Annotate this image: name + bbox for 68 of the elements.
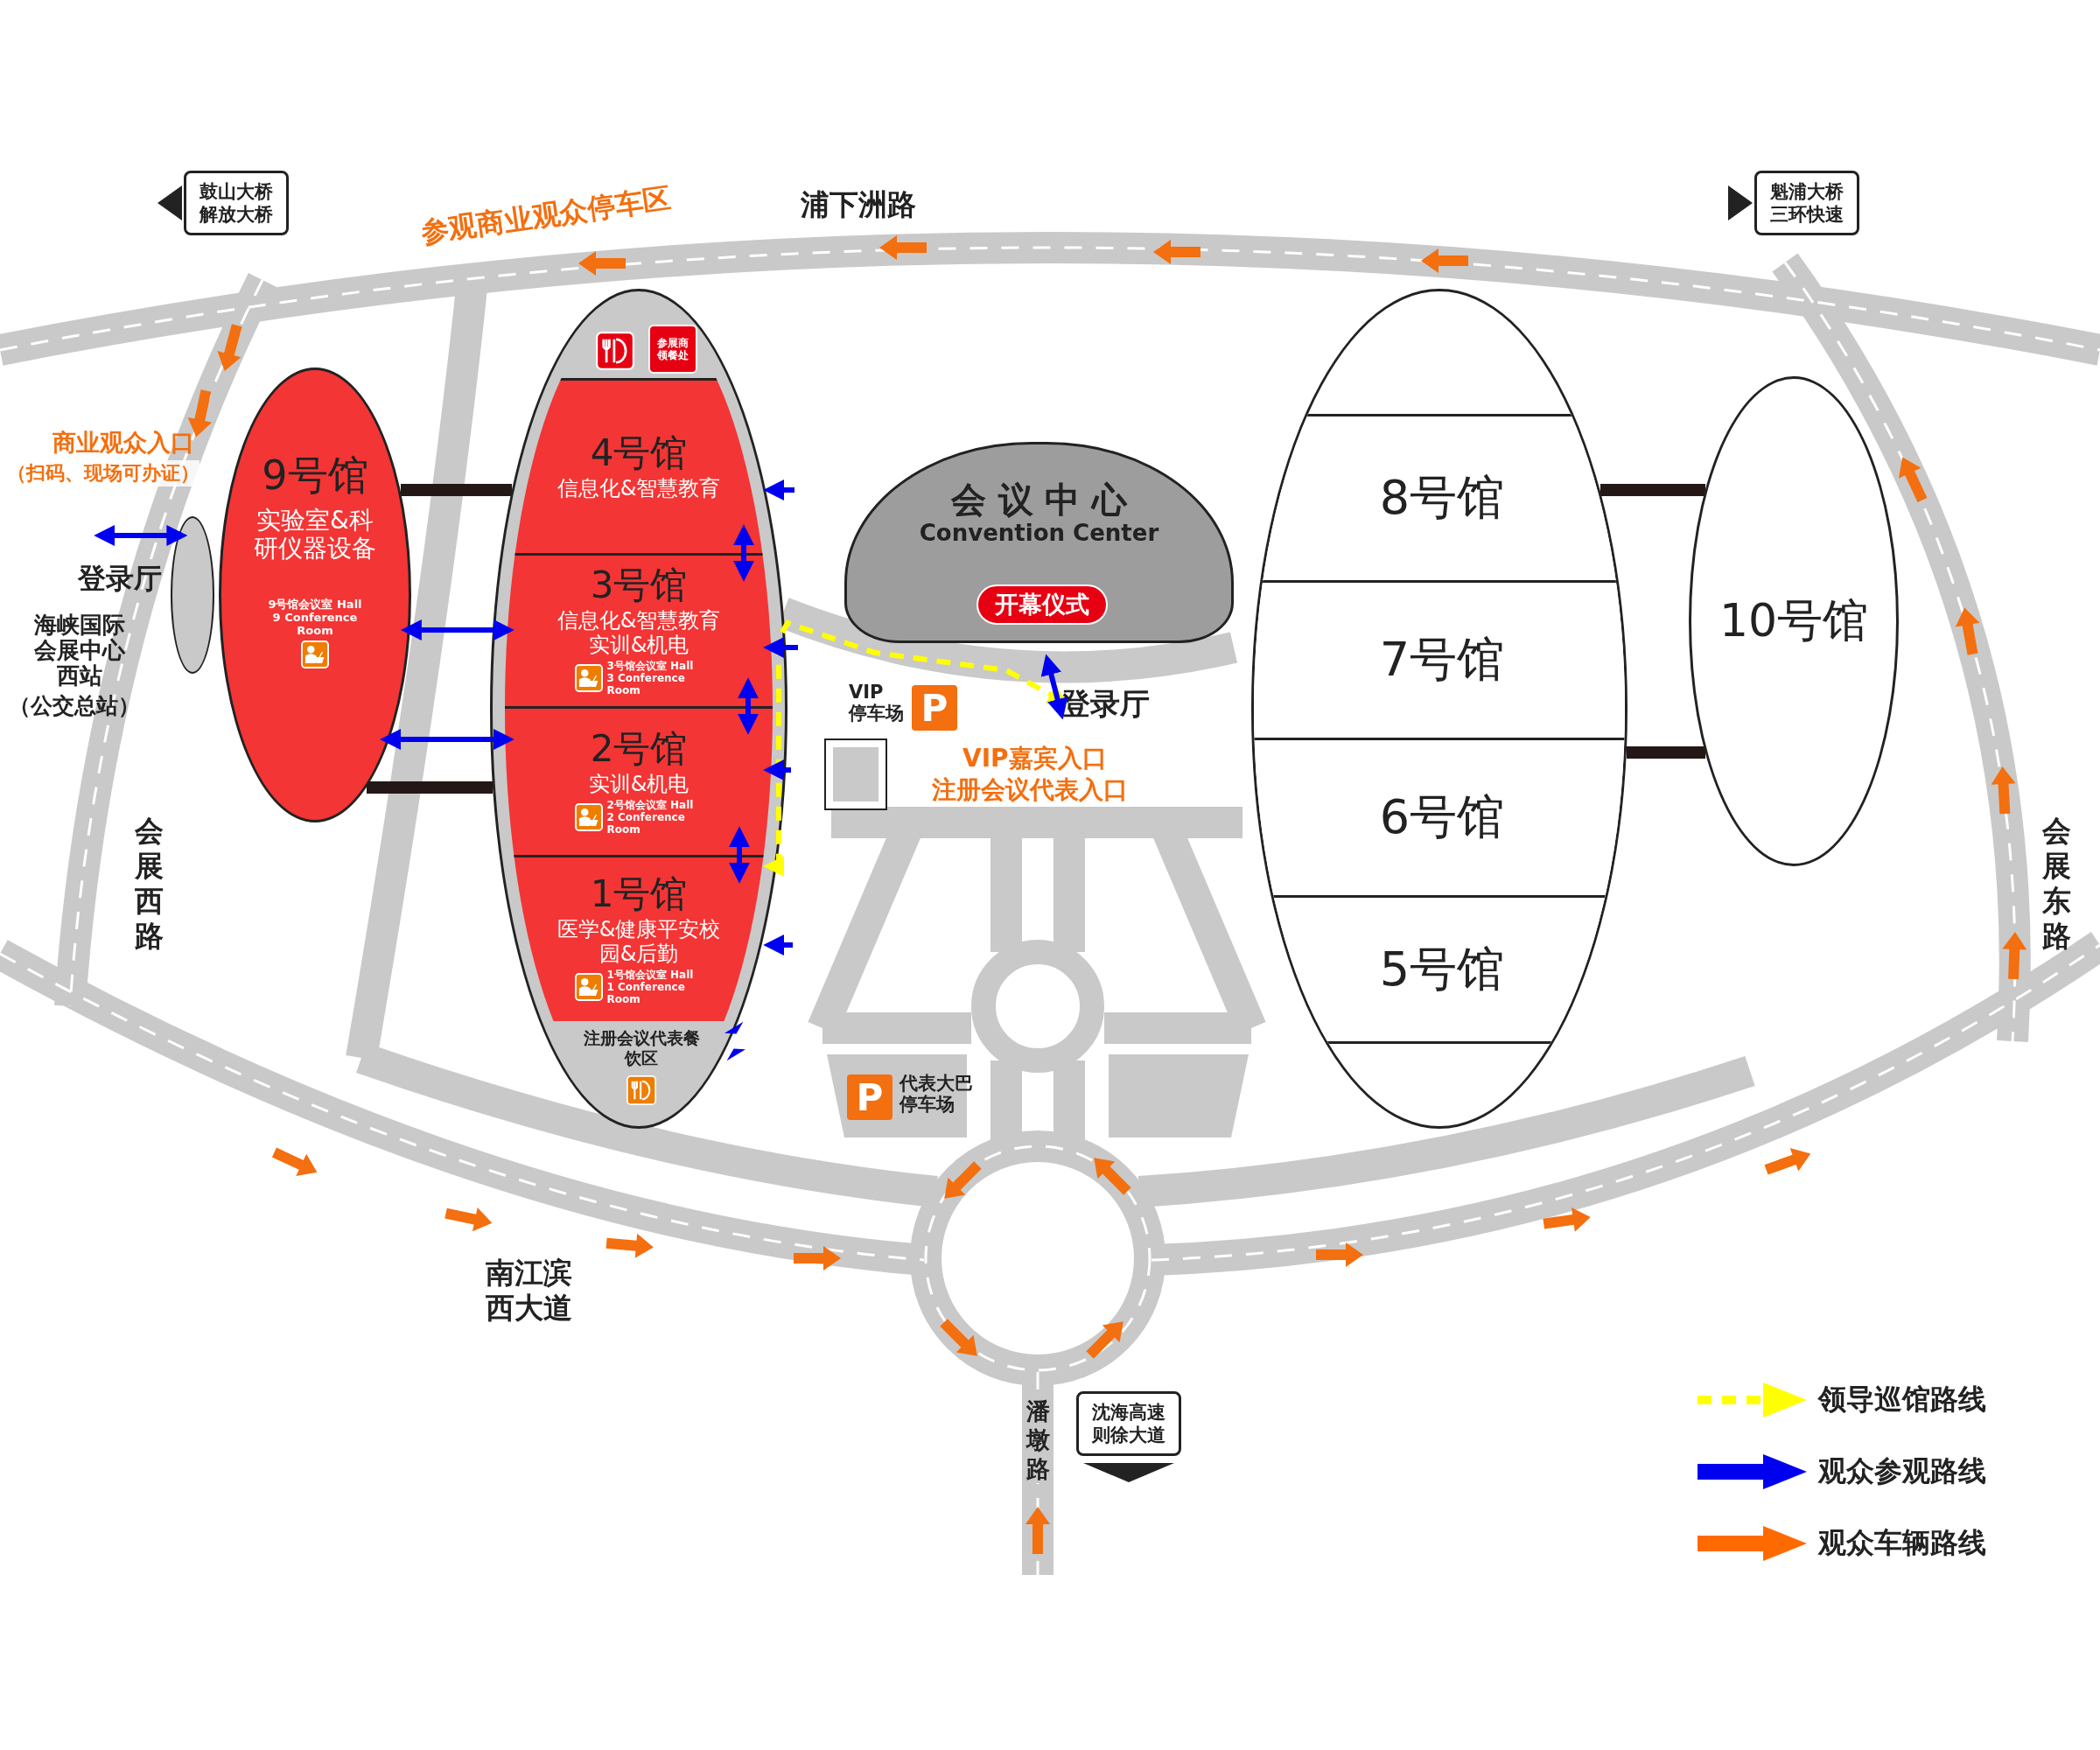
building-name-english: Convention Center [919, 520, 1159, 546]
hall-number: 3号馆 [590, 565, 688, 606]
parking-caption: 代表大巴停车场 [900, 1073, 974, 1115]
hall-theme: 医学&健康平安校园&后勤 [556, 916, 722, 966]
parking-caption: VIP 停车场 [849, 682, 905, 724]
hall-number: 7号馆 [1379, 631, 1505, 689]
sign-text: 鼓山大桥 [200, 180, 273, 203]
hall-theme: 信息化&智慧教育实训&机电 [556, 608, 722, 657]
hall-number: 5号馆 [1379, 940, 1505, 998]
legend-label: 观众车辆路线 [1818, 1525, 1986, 1561]
parking-letter: P [856, 1075, 884, 1119]
road-name: 潘墩路 [1023, 1396, 1053, 1483]
two-way-arrow [400, 620, 514, 640]
entrance-label: 注册会议代表入口 [932, 774, 1128, 806]
sign-text: 则徐大道 [1092, 1424, 1166, 1446]
conference-room-label: 3号馆会议室 Hall 3 Conference Room [606, 660, 695, 696]
hall-number: 6号馆 [1379, 788, 1505, 846]
parking-letter: P [920, 686, 948, 730]
exhibition-hall [1254, 580, 1625, 738]
meal-point-sign [648, 325, 697, 374]
two-way-arrow [733, 524, 754, 582]
two-way-arrow [763, 760, 791, 780]
conference-room-label: 2号馆会议室 Hall 2 Conference Room [606, 798, 695, 836]
two-way-arrow [94, 525, 188, 546]
two-way-arrow [729, 826, 750, 884]
two-way-arrow [380, 729, 514, 750]
two-way-arrow [738, 677, 759, 735]
conference-room-label: 9号馆会议室 Hall 9 Conference Room [267, 598, 363, 637]
hall-number: 9号馆 [262, 451, 368, 500]
road-name: 浦下洲路 [801, 186, 916, 223]
hall-number: 4号馆 [590, 433, 688, 473]
conference-room-label: 1号馆会议室 Hall 1 Conference Room [606, 968, 695, 1005]
tour-route-arrow [763, 620, 1069, 877]
road-name: 会展东路 [2040, 814, 2072, 954]
exhibition-hall [505, 706, 773, 855]
road-sign [1754, 171, 1859, 235]
road-sign [1076, 1391, 1181, 1456]
two-way-arrow [763, 637, 798, 658]
legend-label: 观众参观路线 [1818, 1453, 1986, 1489]
legend-label: 领导巡馆路线 [1818, 1382, 1986, 1418]
station-note: （公交总站） [9, 692, 140, 720]
entrance-label: 商业观众入口 [52, 428, 194, 458]
hall-number: 8号馆 [1379, 469, 1505, 527]
road-name: 南江滨西大道 [484, 1256, 573, 1326]
hall-number: 1号馆 [590, 873, 688, 914]
hall-label: 登录厅 [78, 561, 162, 597]
hall-theme: 实验室&科研仪器设备 [253, 507, 377, 563]
hall-number: 2号馆 [590, 728, 688, 769]
building-name: 会 议 中 心 [950, 480, 1128, 520]
ceremony-badge: 开幕仪式 [976, 584, 1108, 625]
sign-text: 魁浦大桥 [1770, 180, 1844, 203]
road-sign [184, 171, 289, 235]
two-way-arrow [763, 934, 793, 956]
sign-text: 参展商领餐处 [655, 337, 690, 361]
entrance-label: VIP嘉宾入口 [962, 743, 1107, 774]
road-name: 会展西路 [133, 814, 164, 954]
hall-theme: 实训&机电 [587, 771, 690, 796]
sign-text: 沈海高速 [1092, 1401, 1166, 1424]
hall-number: 10号馆 [1718, 593, 1869, 648]
area-label: 注册会议代表餐饮区 [582, 1028, 701, 1068]
two-way-arrow [763, 480, 794, 500]
hall-theme: 信息化&智慧教育 [556, 476, 722, 500]
station-name: 海峡国际会展中心西站 [33, 612, 127, 689]
area-label: 参观商业观众停车区 [418, 180, 674, 251]
sign-text: 解放大桥 [200, 203, 273, 226]
sign-text: 三环快速 [1770, 203, 1844, 226]
exhibition-hall [505, 553, 773, 706]
two-way-arrow [1040, 654, 1068, 720]
